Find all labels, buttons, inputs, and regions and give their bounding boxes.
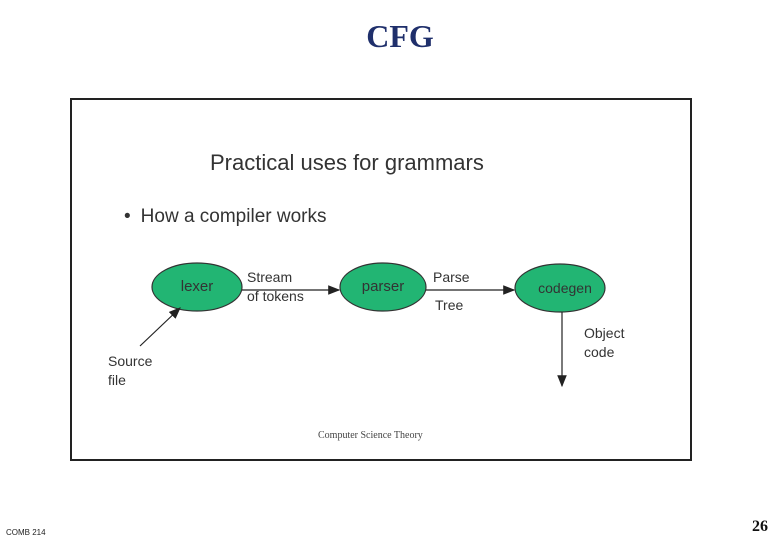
- lexer-node: [151, 262, 243, 312]
- bullet-symbol: •: [124, 206, 131, 227]
- parse-label: Parse: [433, 269, 470, 285]
- page-number: 26: [752, 518, 768, 535]
- bullet-text: How a compiler works: [140, 206, 327, 227]
- stream-label: Stream: [247, 269, 292, 285]
- tree-label: Tree: [435, 297, 463, 313]
- parser-label: parser: [362, 278, 405, 295]
- tokens-label: of tokens: [247, 288, 304, 304]
- source-file-label-2: file: [108, 372, 126, 388]
- course-code: COMB 214: [6, 528, 46, 537]
- source-file-label-1: Source: [108, 353, 153, 369]
- bullet-item: • How a compiler works: [124, 206, 326, 228]
- object-code-label-1: Object: [584, 325, 625, 341]
- slide-title: CFG: [366, 18, 434, 54]
- lexer-label: lexer: [181, 278, 214, 295]
- source-to-lexer-arrow: [139, 307, 181, 347]
- codegen-label: codegen: [538, 280, 592, 296]
- figure-heading: Practical uses for grammars: [210, 150, 484, 175]
- object-code-label-2: code: [584, 344, 615, 360]
- figure-caption: Computer Science Theory: [318, 430, 423, 441]
